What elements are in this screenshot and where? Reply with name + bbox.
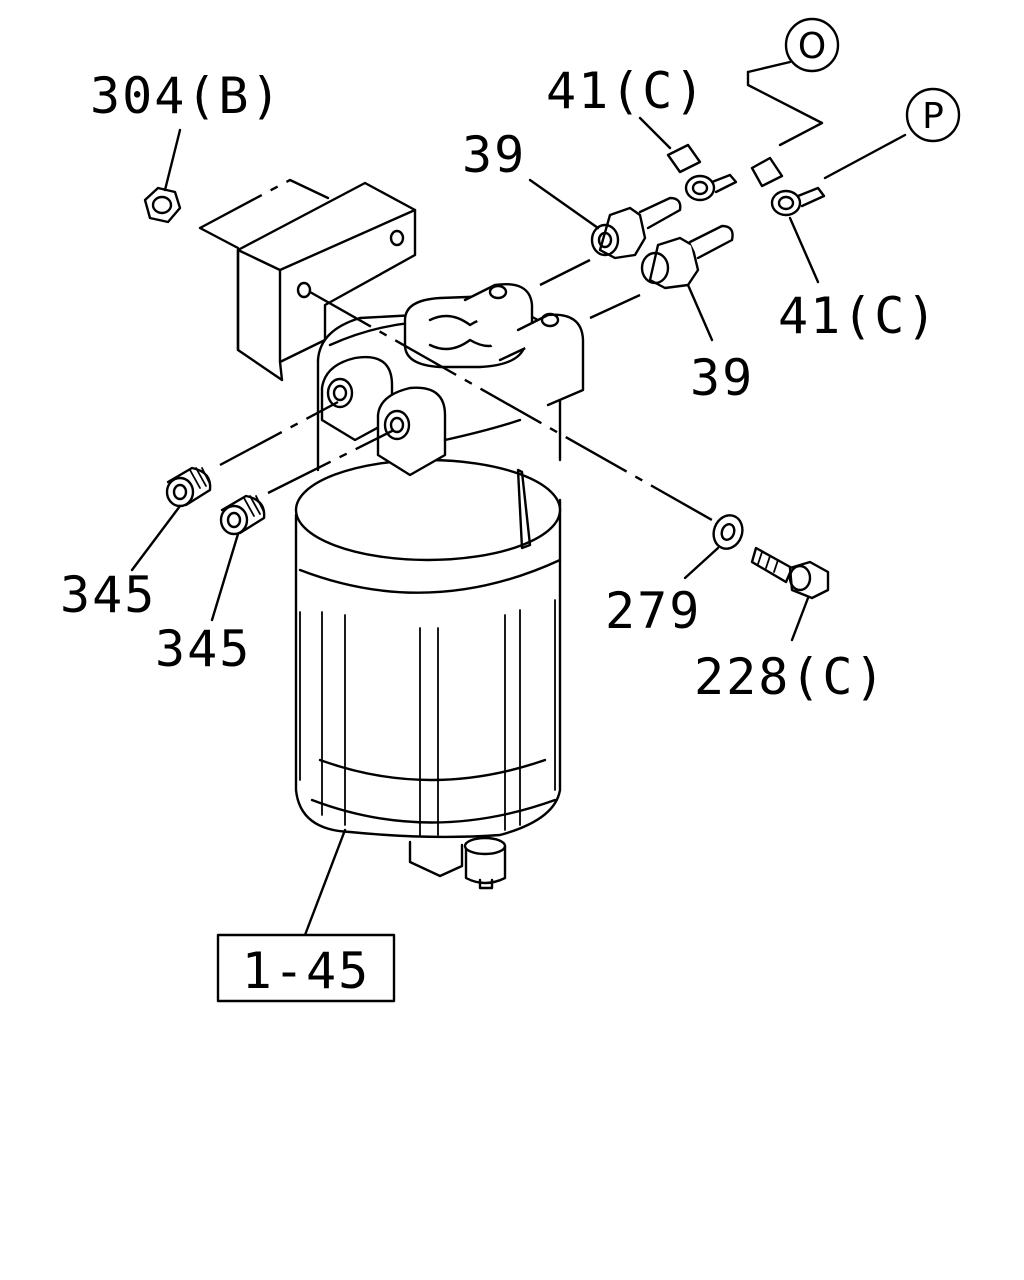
- callout-39-top: 39: [462, 126, 526, 184]
- connector-o: O: [784, 17, 840, 73]
- callout-41c-top: 41(C): [546, 62, 707, 120]
- leader-1-45: [303, 828, 347, 937]
- assembly-reference-box: 1-45: [216, 933, 396, 1003]
- filter-head: [320, 283, 585, 477]
- clip-41c-right: [750, 156, 826, 284]
- fuel-filter-assembly-drawing: [130, 60, 907, 937]
- filter-bowl: [294, 458, 562, 890]
- callout-279: 279: [605, 582, 701, 640]
- callout-228c: 228(C): [694, 648, 887, 706]
- nut-304b: [143, 128, 182, 224]
- plug-345-b: [210, 494, 266, 622]
- fitting-39-right: [640, 224, 734, 342]
- bolt-228c: [750, 546, 830, 642]
- fitting-39-top: [528, 178, 682, 260]
- mounting-bracket: [236, 181, 417, 382]
- callout-345-b: 345: [155, 620, 251, 678]
- connector-p-label: P: [922, 96, 944, 137]
- clip-41c-top: [638, 116, 738, 202]
- callout-304b: 304(B): [90, 67, 283, 125]
- assembly-centerlines: [198, 60, 907, 522]
- connector-p: P: [905, 87, 961, 143]
- plug-345-a: [130, 466, 212, 572]
- washer-279: [683, 514, 744, 580]
- callout-41c-right: 41(C): [778, 287, 939, 345]
- callout-39-right: 39: [690, 349, 754, 407]
- connector-o-label: O: [798, 26, 826, 67]
- callout-345-a: 345: [60, 566, 156, 624]
- callout-1-45: 1-45: [242, 942, 370, 1000]
